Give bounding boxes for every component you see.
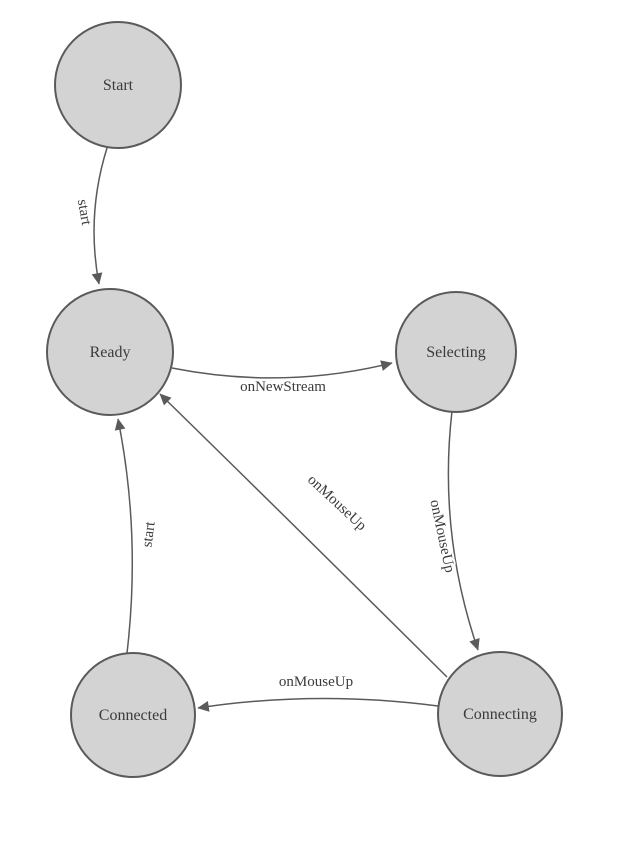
- edge-ready-to-selecting: [171, 360, 393, 379]
- edge-label-connecting-to-connected: onMouseUp: [279, 674, 353, 690]
- node-selecting-label: Selecting: [426, 344, 486, 361]
- node-ready-label: Ready: [90, 344, 131, 361]
- edge-label-connecting-to-ready: onMouseUp: [304, 472, 369, 534]
- node-ready: Ready: [46, 288, 174, 416]
- node-selecting-circle: [395, 291, 517, 413]
- edge-label-start-to-ready: start: [74, 198, 94, 227]
- node-start: Start: [54, 21, 182, 149]
- edge-label-ready-to-selecting: onNewStream: [240, 379, 326, 395]
- edge-label-connected-to-ready: start: [140, 520, 159, 548]
- node-selecting: Selecting: [395, 291, 517, 413]
- node-connecting-circle: [437, 651, 563, 777]
- node-start-label: Start: [103, 77, 134, 94]
- edge-connecting-to-connected: [197, 697, 439, 712]
- edge-selecting-to-connecting: [447, 410, 480, 651]
- edge-connecting-to-ready: [159, 393, 448, 678]
- node-connecting: Connecting: [437, 651, 563, 777]
- node-connected: Connected: [70, 652, 196, 778]
- node-connected-circle: [70, 652, 196, 778]
- node-connected-label: Connected: [99, 707, 167, 724]
- edge-connected-to-ready: [114, 418, 134, 654]
- edge-start-to-ready: [91, 147, 108, 285]
- node-ready-circle: [46, 288, 174, 416]
- node-connecting-label: Connecting: [463, 706, 537, 723]
- node-start-circle: [54, 21, 182, 149]
- edge-label-selecting-to-connecting: onMouseUp: [426, 498, 457, 574]
